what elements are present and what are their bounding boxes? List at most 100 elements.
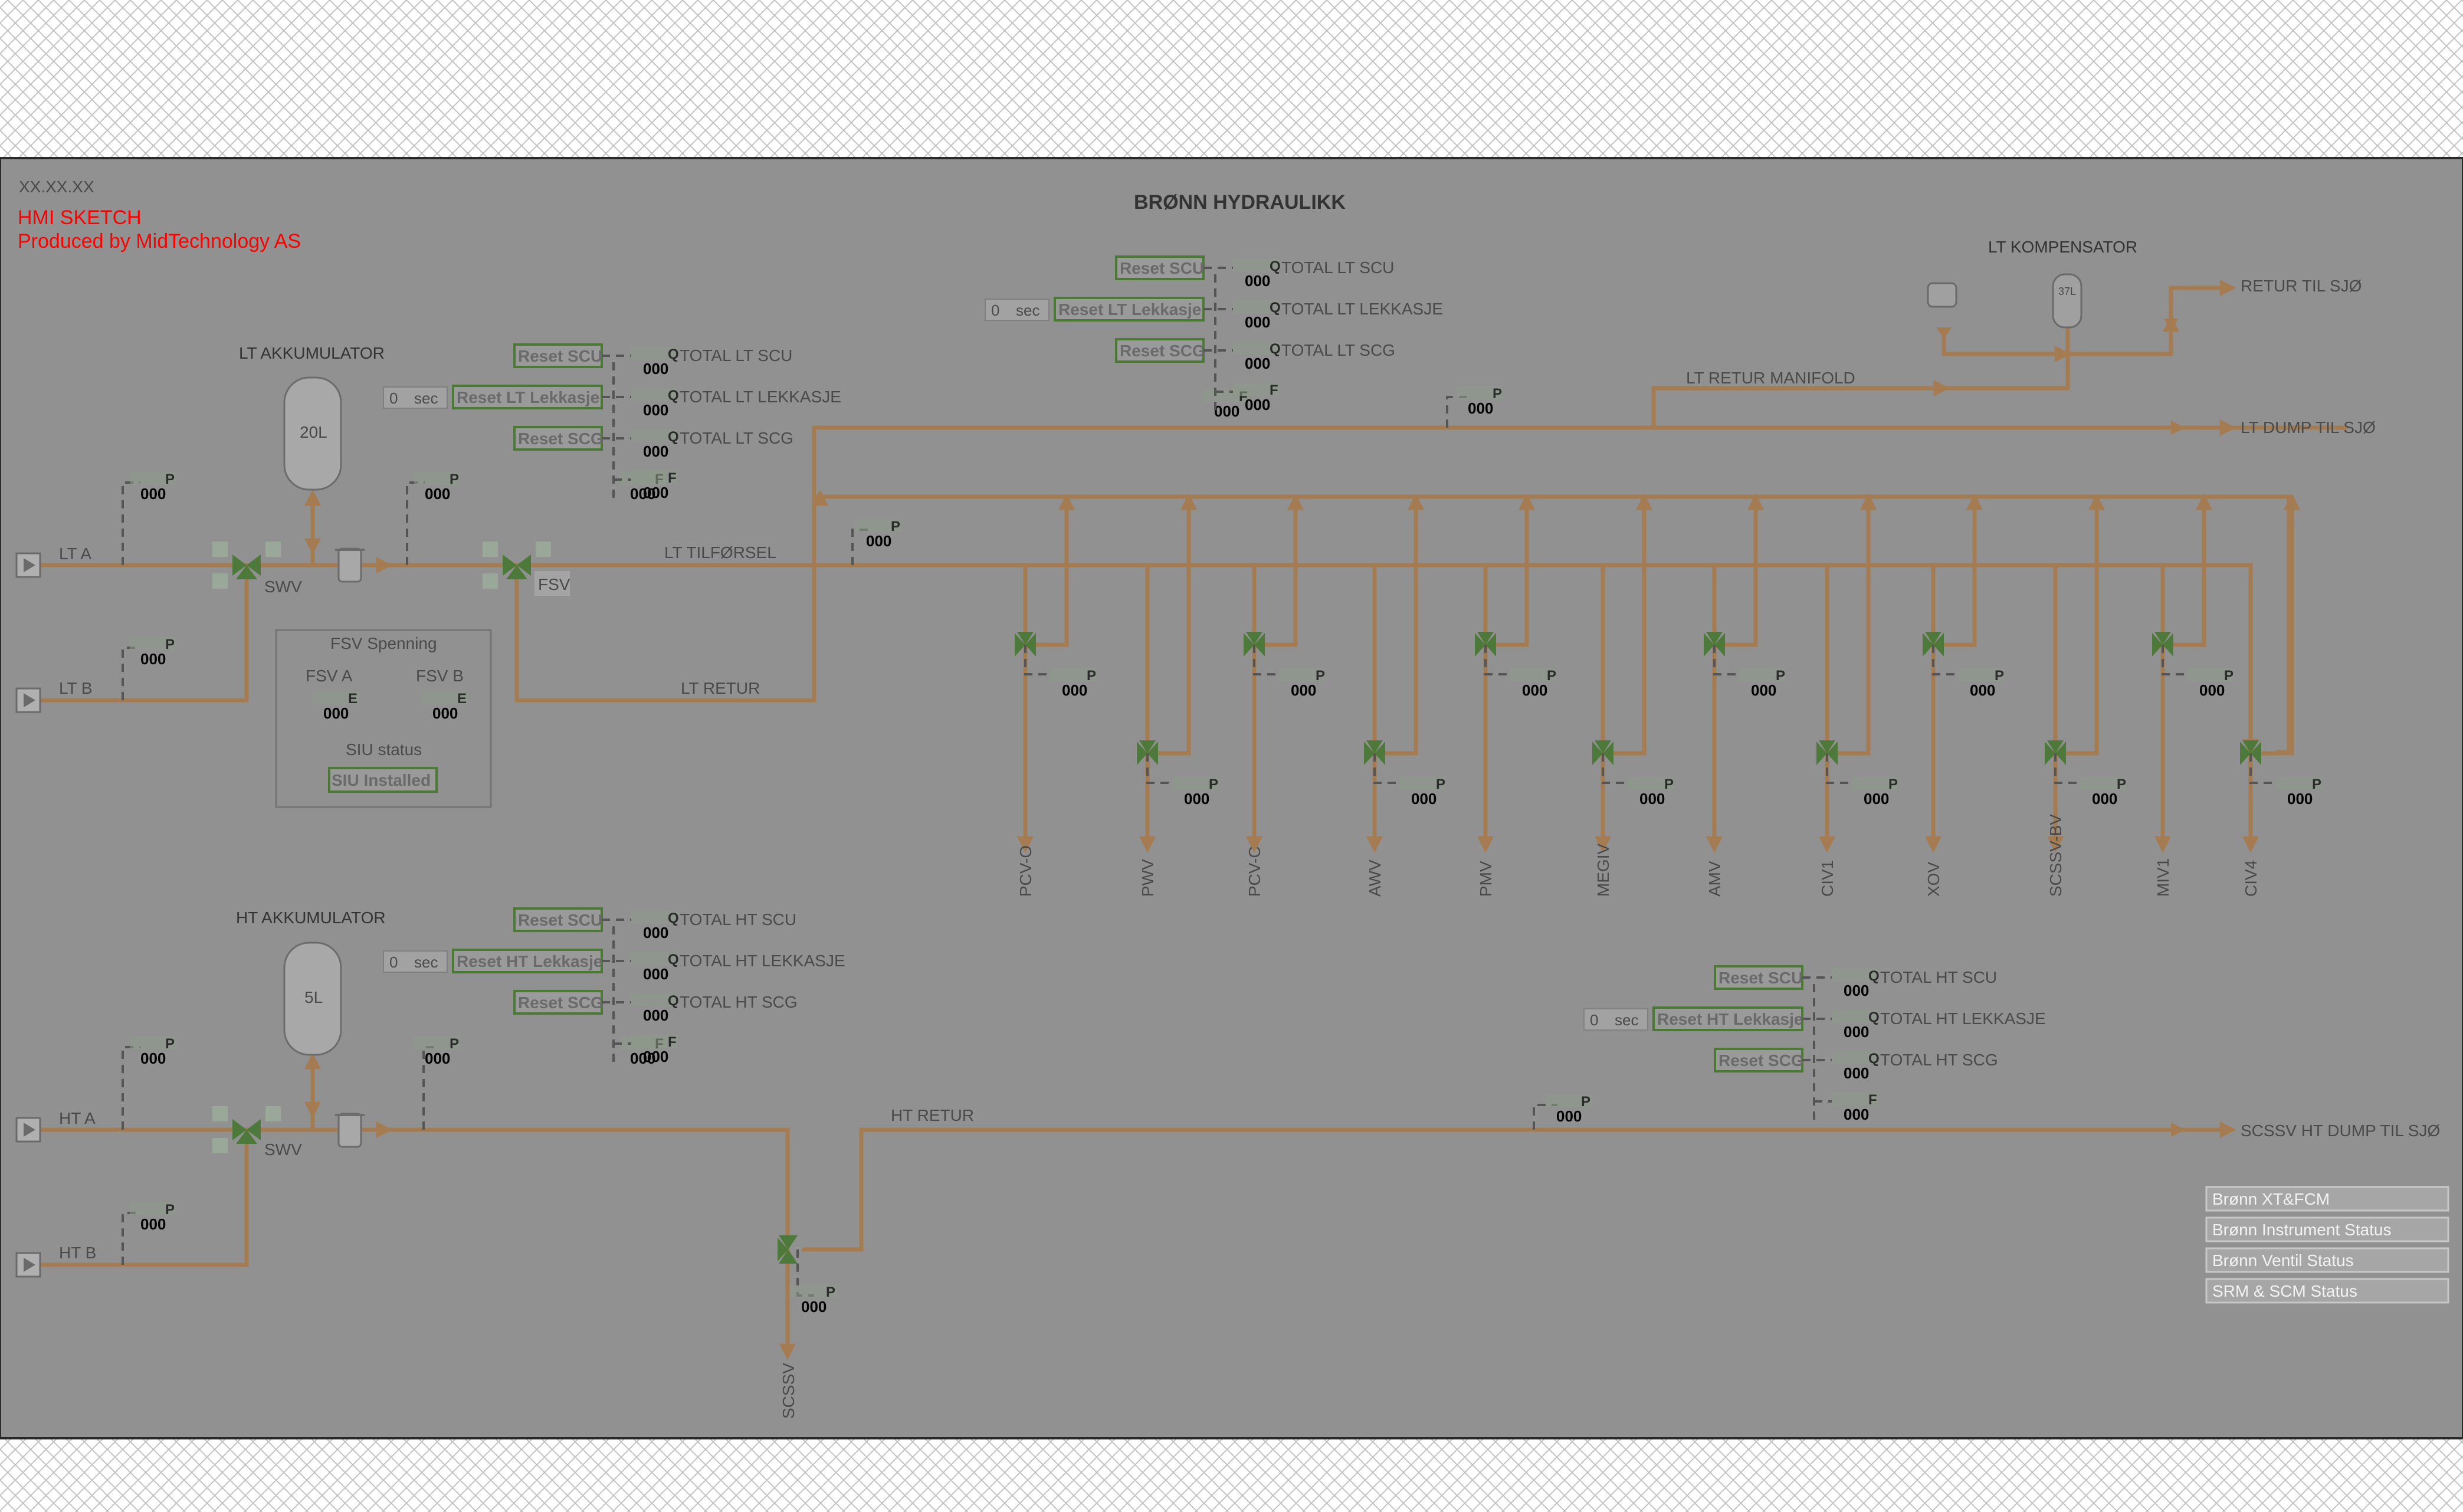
- lt-top-reset-scu-button[interactable]: Reset SCU: [1115, 255, 1205, 280]
- ht-right-lekkasje-q-value: 000: [1844, 1023, 1869, 1041]
- ht-right-reset-scg-button[interactable]: Reset SCG: [1714, 1048, 1804, 1072]
- lt-left-reset-lekkasje-label: Reset LT Lekkasje: [457, 388, 599, 406]
- lt-top-scu-q-tag: Q: [1270, 258, 1281, 274]
- lt-retur-manifold-label: LT RETUR MANIFOLD: [1686, 369, 1855, 387]
- ht-filter-pressure-value: 000: [425, 1049, 450, 1067]
- lt-top-total-scg-label: TOTAL LT SCG: [1281, 341, 1395, 359]
- lt-left-reset-scg-button[interactable]: Reset SCG: [513, 426, 604, 451]
- civ1-valve[interactable]: [1816, 740, 1838, 765]
- valve-miv1-label: MIV1: [2154, 858, 2172, 897]
- lt-accumulator: LT AKKUMULATOR 20L: [239, 344, 385, 491]
- ht-left-f-value: 000: [643, 1048, 668, 1065]
- ht-b-label: HT B: [59, 1244, 96, 1262]
- lt-swv-valve[interactable]: [212, 531, 281, 599]
- lt-b-pressure-tag: P: [165, 637, 175, 652]
- lt-top-f-tag: F: [1270, 382, 1278, 398]
- nav-srm-scm-status-button[interactable]: SRM & SCM Status: [2205, 1278, 2449, 1304]
- pwv-valve[interactable]: [1137, 740, 1158, 765]
- lt-top-scg-q-value: 000: [1245, 355, 1270, 372]
- ht-right-reset-scu-button[interactable]: Reset SCU: [1714, 965, 1803, 990]
- ht-left-reset-scu-button[interactable]: Reset SCU: [513, 907, 603, 932]
- lt-top-reset-scg-button[interactable]: Reset SCG: [1115, 338, 1205, 363]
- main-panel: [0, 157, 2463, 1439]
- valve-megiv-p-tag: P: [1664, 776, 1674, 792]
- produced-by-label: Produced by MidTechnology AS: [18, 230, 301, 252]
- valve-pmv-p-tag: P: [1547, 668, 1556, 684]
- miv1-valve[interactable]: [2152, 632, 2173, 657]
- lt-a-inlet-button[interactable]: [15, 552, 41, 578]
- lt-left-reset-lekkasje-button[interactable]: Reset LT Lekkasje: [452, 385, 603, 409]
- pmv-valve[interactable]: [1475, 632, 1496, 657]
- lt-top-reset-lekkasje-button[interactable]: Reset LT Lekkasje: [1054, 297, 1205, 322]
- pcv-c-valve[interactable]: [1244, 632, 1265, 657]
- ht-a-pressure-tag: P: [165, 1036, 175, 1052]
- valve-awv-label: AWV: [1366, 860, 1384, 897]
- lt-valve-branches: P000PCV-OP000PWVP000PCV-CP000AWVP000PMVP…: [1015, 493, 2321, 897]
- valve-miv1-p-value: 000: [2199, 681, 2225, 699]
- xov-valve[interactable]: [1923, 632, 1944, 657]
- lt-top-f-value: 000: [1245, 396, 1270, 414]
- scssv-pressure-tag: P: [826, 1284, 835, 1300]
- ht-left-total-scu-label: TOTAL HT SCU: [680, 910, 796, 929]
- nav-ventil-status-button[interactable]: Brønn Ventil Status: [2205, 1247, 2449, 1273]
- civ4-valve[interactable]: [2240, 740, 2261, 765]
- lt-left-total-scg-label: TOTAL LT SCG: [680, 429, 793, 447]
- nav-instrument-status-button[interactable]: Brønn Instrument Status: [2205, 1216, 2449, 1242]
- ht-a-label: HT A: [59, 1109, 96, 1127]
- amv-valve[interactable]: [1704, 632, 1725, 657]
- ht-a-inlet-button[interactable]: [15, 1117, 41, 1143]
- ht-right-reset-scg-label: Reset SCG: [1718, 1051, 1804, 1070]
- ht-right-timer-value: 0: [1590, 1011, 1598, 1029]
- valve-miv1-p-tag: P: [2224, 668, 2234, 684]
- retur-til-sjo-label: RETUR TIL SJØ: [2241, 277, 2362, 295]
- lt-left-f-value: 000: [643, 484, 668, 501]
- nav-instrument-status-label: Brønn Instrument Status: [2212, 1221, 2391, 1239]
- valve-civ4-label: CIV4: [2242, 860, 2260, 897]
- ht-right-lekkasje-q-tag: Q: [1868, 1009, 1880, 1025]
- ht-dump-label: SCSSV HT DUMP TIL SJØ: [2241, 1121, 2440, 1140]
- lt-left-timer-unit: sec: [414, 389, 438, 407]
- lt-b-label: LT B: [59, 679, 93, 697]
- lt-flow-value: 000: [630, 485, 655, 503]
- lt-accumulator-label: LT AKKUMULATOR: [239, 344, 385, 362]
- valve-amv-p-value: 000: [1751, 681, 1776, 699]
- lt-left-total-scu-label: TOTAL LT SCU: [680, 346, 792, 365]
- fsv-valve[interactable]: [483, 531, 551, 599]
- ht-left-reset-lekkasje-button[interactable]: Reset HT Lekkasje: [452, 949, 603, 973]
- valve-xov-label: XOV: [1924, 862, 1943, 897]
- megiv-valve[interactable]: [1592, 740, 1613, 765]
- valve-scssv-bv-label: SCSSV-BV: [2047, 814, 2065, 897]
- lt-left-f-tag: F: [668, 470, 677, 486]
- siu-installed-button[interactable]: SIU Installed: [328, 767, 438, 793]
- valve-pwv-p-value: 000: [1184, 790, 1209, 808]
- ht-right-reset-lekkasje-button[interactable]: Reset HT Lekkasje: [1652, 1006, 1803, 1031]
- ht-left-reset-scg-button[interactable]: Reset SCG: [513, 990, 604, 1015]
- ht-swv-valve[interactable]: [212, 1096, 281, 1164]
- scssv-valve[interactable]: [778, 1235, 798, 1264]
- lt-a-pressure-tag: P: [165, 471, 175, 487]
- lt-left-reset-scu-button[interactable]: Reset SCU: [513, 343, 603, 368]
- lt-tilforsel-pressure-tag: P: [891, 519, 900, 534]
- ht-right-total-scg-label: TOTAL HT SCG: [1880, 1051, 1998, 1069]
- lt-b-inlet-button[interactable]: [15, 687, 41, 713]
- nav-bronn-xt-fcm-button[interactable]: Brønn XT&FCM: [2205, 1186, 2449, 1212]
- nav-ventil-status-label: Brønn Ventil Status: [2212, 1251, 2354, 1270]
- scssv-bv-valve[interactable]: [2045, 740, 2066, 765]
- nav-bronn-xt-fcm-label: Brønn XT&FCM: [2212, 1190, 2330, 1208]
- lt-tilforsel-pressure-value: 000: [866, 532, 891, 550]
- awv-valve[interactable]: [1364, 740, 1385, 765]
- valve-megiv-p-value: 000: [1639, 790, 1665, 808]
- ht-b-inlet-button[interactable]: [15, 1252, 41, 1278]
- pcv-o-valve[interactable]: [1015, 632, 1036, 657]
- lt-piping: [35, 280, 2348, 756]
